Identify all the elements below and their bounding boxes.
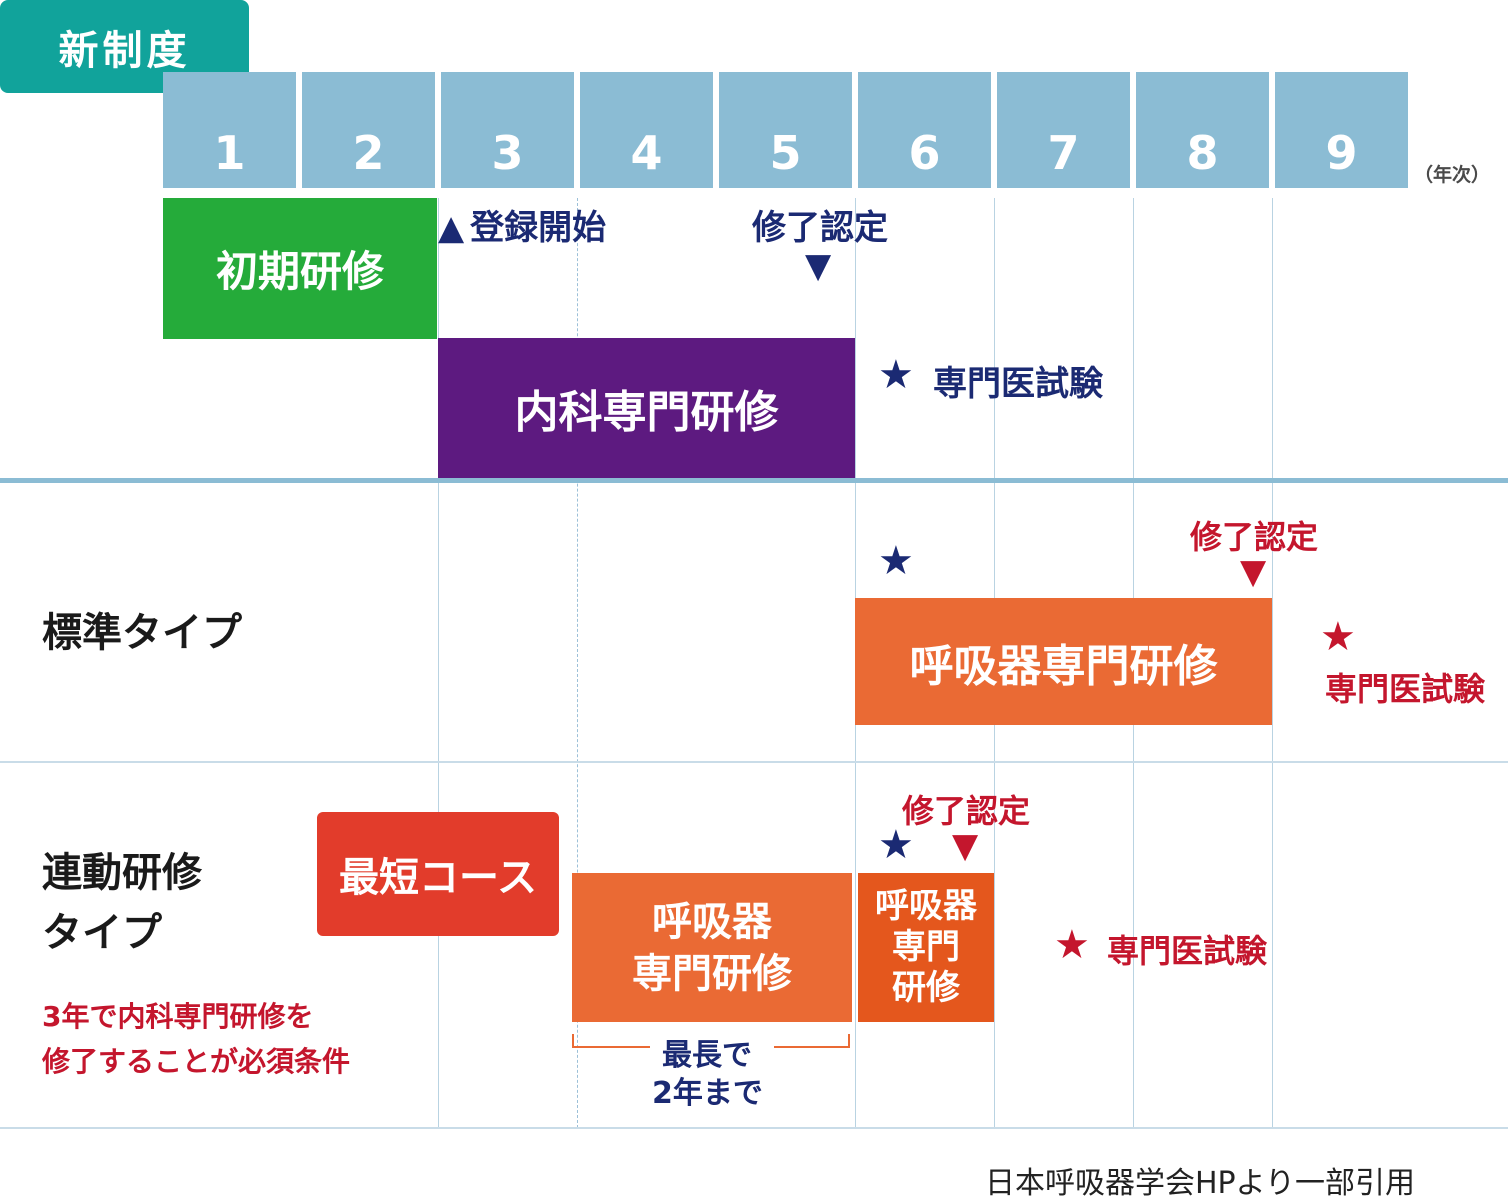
star-icon: ★ bbox=[878, 822, 914, 868]
grid-line-dashed bbox=[577, 198, 578, 1128]
down-triangle-icon: ▼ bbox=[805, 246, 832, 286]
completion-cert-label: 修了認定 bbox=[752, 208, 888, 248]
exam-label: 専門医試験 bbox=[1325, 670, 1486, 708]
completion-cert-label: 修了認定 bbox=[1190, 518, 1319, 556]
internal-medicine-bar: 内科専門研修 bbox=[438, 338, 855, 478]
respiratory-training-label: 呼吸器専門研修 bbox=[909, 640, 1218, 692]
star-icon: ★ bbox=[878, 352, 914, 398]
respiratory-training-bar: 呼吸器専門研修 bbox=[855, 598, 1272, 725]
respiratory-training-short-line3: 研修 bbox=[892, 967, 960, 1008]
respiratory-training-short-line2: 専門 bbox=[892, 927, 960, 968]
exam-label: 専門医試験 bbox=[933, 364, 1103, 404]
respiratory-training-bar: 呼吸器 専門研修 bbox=[572, 873, 852, 1022]
star-icon: ★ bbox=[878, 538, 914, 584]
year-cell-3: 3 bbox=[441, 72, 574, 188]
linked-type-label-line2: タイプ bbox=[42, 910, 162, 956]
exam-label: 専門医試験 bbox=[1107, 932, 1268, 970]
linked-type-label-line1: 連動研修 bbox=[42, 850, 202, 896]
grid-line bbox=[1272, 198, 1273, 1128]
section-divider bbox=[0, 478, 1508, 483]
max-duration-line2: 2年まで bbox=[652, 1076, 763, 1111]
initial-training-label: 初期研修 bbox=[215, 247, 384, 296]
completion-cert-label: 修了認定 bbox=[902, 792, 1031, 830]
year-cell-5: 5 bbox=[719, 72, 852, 188]
down-triangle-icon: ▼ bbox=[1240, 552, 1267, 592]
standard-type-label: 標準タイプ bbox=[42, 610, 242, 656]
respiratory-training-line2: 専門研修 bbox=[632, 950, 792, 997]
year-cell-6: 6 bbox=[858, 72, 991, 188]
section-divider bbox=[0, 761, 1508, 763]
year-cell-7: 7 bbox=[997, 72, 1130, 188]
internal-medicine-label: 内科専門研修 bbox=[514, 387, 779, 438]
year-cell-8: 8 bbox=[1136, 72, 1269, 188]
up-triangle-icon: ▲ bbox=[438, 208, 465, 248]
star-icon: ★ bbox=[1054, 922, 1090, 968]
year-cell-9: 9 bbox=[1275, 72, 1408, 188]
year-cell-1: 1 bbox=[163, 72, 296, 188]
shortest-course-badge: 最短コース bbox=[317, 812, 559, 936]
grid-line bbox=[438, 198, 439, 1128]
source-citation: 日本呼吸器学会HPより一部引用 bbox=[985, 1166, 1416, 1201]
registration-start-label: 登録開始 bbox=[470, 208, 607, 248]
registration-start: ▲登録開始 bbox=[438, 200, 606, 249]
year-cell-4: 4 bbox=[580, 72, 713, 188]
linked-note-line2: 修了することが必須条件 bbox=[42, 1045, 351, 1078]
initial-training-bar: 初期研修 bbox=[163, 198, 437, 339]
linked-note-line1: 3年で内科専門研修を bbox=[42, 1000, 314, 1033]
respiratory-training-short-line1: 呼吸器 bbox=[875, 886, 977, 927]
respiratory-training-line1: 呼吸器 bbox=[652, 898, 772, 945]
respiratory-training-short-bar: 呼吸器 専門 研修 bbox=[858, 873, 994, 1022]
section-divider bbox=[0, 1127, 1508, 1129]
title-tag: 新制度 bbox=[0, 0, 249, 93]
star-icon: ★ bbox=[1320, 614, 1356, 660]
shortest-course-label: 最短コース bbox=[339, 855, 537, 901]
year-cell-2: 2 bbox=[302, 72, 435, 188]
year-unit-label: （年次） bbox=[1414, 164, 1491, 186]
max-duration-line1: 最長で bbox=[662, 1038, 752, 1073]
down-triangle-icon: ▼ bbox=[952, 826, 979, 866]
